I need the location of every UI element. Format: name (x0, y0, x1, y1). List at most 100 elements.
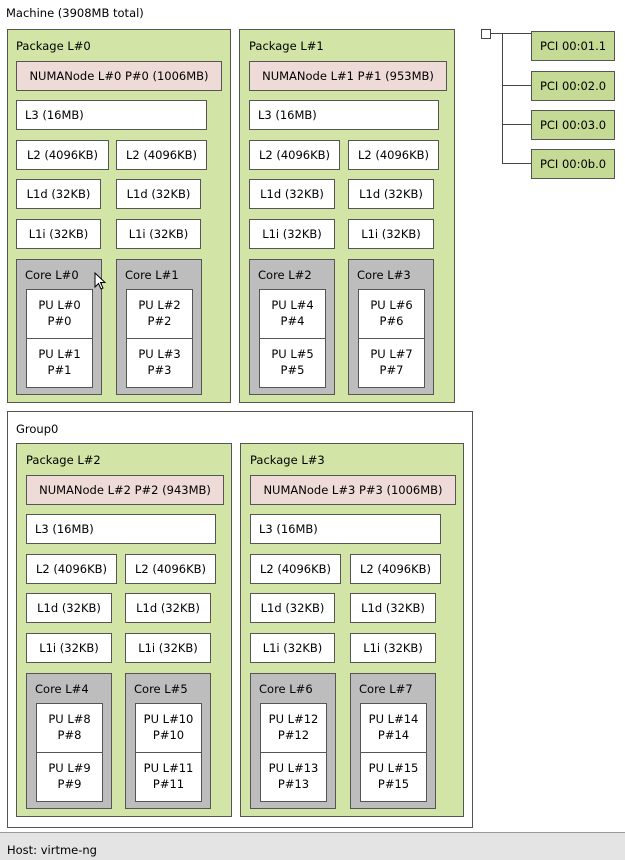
package-label: Package L#1 (249, 39, 324, 53)
l1d-cache: L1d (32KB) (125, 593, 211, 623)
l2-cache: L2 (4096KB) (116, 140, 207, 170)
core-label: Core L#3 (357, 268, 411, 282)
core-label: Core L#2 (258, 268, 312, 282)
core-label: Core L#0 (25, 268, 79, 282)
pu-label: PU L#15 (368, 761, 419, 775)
pu-physical-index: P#7 (379, 363, 404, 377)
pu-box: PU L#1 P#1 (26, 338, 93, 388)
pci-device: PCI 00:02.0 (531, 71, 615, 101)
numa-node: NUMANode L#3 P#3 (1006MB) (250, 475, 456, 505)
package-label: Package L#2 (26, 453, 101, 467)
l3-cache: L3 (16MB) (16, 100, 207, 130)
l2-cache: L2 (4096KB) (348, 140, 439, 170)
pu-physical-index: P#4 (280, 314, 305, 328)
pu-label: PU L#3 (138, 347, 181, 361)
core-box: Core L#3 PU L#6 P#6 PU L#7 P#7 (348, 259, 434, 395)
core-label: Core L#5 (134, 682, 188, 696)
l2-cache: L2 (4096KB) (250, 554, 341, 584)
l1d-cache: L1d (32KB) (249, 179, 335, 209)
l1d-cache: L1d (32KB) (348, 179, 434, 209)
pu-label: PU L#1 (38, 347, 81, 361)
l1d-cache: L1d (32KB) (26, 593, 112, 623)
package-box: Package L#3 NUMANode L#3 P#3 (1006MB) L3… (240, 443, 464, 817)
core-box: Core L#0 PU L#0 P#0 PU L#1 P#1 (16, 259, 102, 395)
l1d-cache: L1d (32KB) (116, 179, 201, 209)
pu-box: PU L#10 P#10 (135, 703, 202, 753)
pu-label: PU L#8 (48, 712, 91, 726)
core-box: Core L#7 PU L#14 P#14 PU L#15 P#15 (350, 673, 436, 809)
pu-box: PU L#9 P#9 (36, 752, 103, 802)
pu-physical-index: P#5 (280, 363, 305, 377)
pu-box: PU L#11 P#11 (135, 752, 202, 802)
pu-label: PU L#2 (138, 298, 181, 312)
pu-box: PU L#2 P#2 (126, 289, 193, 339)
pci-connector (502, 163, 531, 164)
pci-device: PCI 00:03.0 (531, 110, 615, 140)
group-label: Group0 (16, 422, 59, 436)
status-bar (0, 832, 625, 860)
pu-physical-index: P#2 (147, 314, 172, 328)
l1d-cache: L1d (32KB) (250, 593, 335, 623)
l1i-cache: L1i (32KB) (250, 633, 335, 663)
pci-device: PCI 00:01.1 (531, 31, 615, 61)
pu-label: PU L#6 (370, 298, 413, 312)
pci-connector (502, 33, 503, 163)
core-label: Core L#6 (259, 682, 313, 696)
pu-physical-index: P#3 (147, 363, 172, 377)
l2-cache: L2 (4096KB) (125, 554, 216, 584)
l1i-cache: L1i (32KB) (350, 633, 436, 663)
pu-label: PU L#9 (48, 761, 91, 775)
pu-label: PU L#7 (370, 347, 413, 361)
pu-physical-index: P#13 (277, 777, 310, 791)
pu-label: PU L#4 (271, 298, 314, 312)
core-label: Core L#1 (125, 268, 179, 282)
pu-physical-index: P#8 (57, 728, 82, 742)
pci-connector (502, 124, 531, 125)
pu-box: PU L#12 P#12 (260, 703, 327, 753)
pci-bridge-node (481, 29, 491, 39)
pu-box: PU L#13 P#13 (260, 752, 327, 802)
package-box: Package L#2 NUMANode L#2 P#2 (943MB) L3 … (16, 443, 232, 817)
l2-cache: L2 (4096KB) (16, 140, 109, 170)
pu-label: PU L#11 (143, 761, 194, 775)
pci-device: PCI 00:0b.0 (531, 149, 615, 179)
core-box: Core L#4 PU L#8 P#8 PU L#9 P#9 (26, 673, 112, 809)
l3-cache: L3 (16MB) (249, 100, 439, 130)
numa-node: NUMANode L#1 P#1 (953MB) (249, 61, 447, 91)
pci-connector (502, 85, 531, 86)
pu-label: PU L#0 (38, 298, 81, 312)
pu-box: PU L#8 P#8 (36, 703, 103, 753)
l1d-cache: L1d (32KB) (350, 593, 436, 623)
l3-cache: L3 (16MB) (26, 514, 216, 544)
pu-box: PU L#14 P#14 (360, 703, 427, 753)
pu-label: PU L#13 (268, 761, 319, 775)
numa-node: NUMANode L#0 P#0 (1006MB) (16, 61, 222, 91)
pu-physical-index: P#14 (377, 728, 410, 742)
core-box: Core L#2 PU L#4 P#4 PU L#5 P#5 (249, 259, 335, 395)
l2-cache: L2 (4096KB) (26, 554, 117, 584)
pu-box: PU L#3 P#3 (126, 338, 193, 388)
pu-physical-index: P#12 (277, 728, 310, 742)
pci-connector (491, 33, 531, 34)
pu-physical-index: P#15 (377, 777, 410, 791)
pu-box: PU L#0 P#0 (26, 289, 93, 339)
numa-node: NUMANode L#2 P#2 (943MB) (26, 475, 224, 505)
l3-cache: L3 (16MB) (250, 514, 441, 544)
pu-box: PU L#4 P#4 (259, 289, 326, 339)
l2-cache: L2 (4096KB) (249, 140, 340, 170)
pu-physical-index: P#6 (379, 314, 404, 328)
pu-physical-index: P#1 (47, 363, 72, 377)
pu-box: PU L#5 P#5 (259, 338, 326, 388)
package-label: Package L#3 (250, 453, 325, 467)
core-box: Core L#1 PU L#2 P#2 PU L#3 P#3 (116, 259, 202, 395)
pu-label: PU L#10 (143, 712, 194, 726)
machine-title: Machine (3908MB total) (6, 6, 144, 20)
l1i-cache: L1i (32KB) (116, 219, 201, 249)
core-box: Core L#5 PU L#10 P#10 PU L#11 P#11 (125, 673, 211, 809)
package-box: Package L#0 NUMANode L#0 P#0 (1006MB) L3… (7, 29, 231, 403)
l1i-cache: L1i (32KB) (249, 219, 335, 249)
core-label: Core L#4 (35, 682, 89, 696)
package-label: Package L#0 (16, 39, 91, 53)
pu-physical-index: P#10 (152, 728, 185, 742)
pu-box: PU L#15 P#15 (360, 752, 427, 802)
